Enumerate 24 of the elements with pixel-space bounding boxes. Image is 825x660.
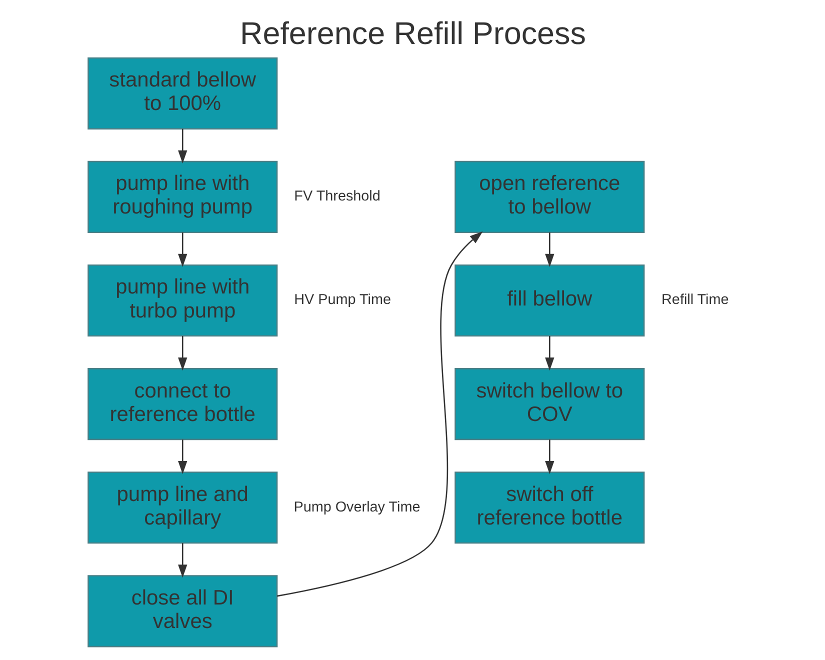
arrow (178, 440, 187, 474)
node-box: pump line and capillary (87, 472, 278, 544)
diagram-title: Reference Refill Process (240, 16, 586, 51)
node-box: switch off reference bottle (454, 472, 644, 544)
arrow (178, 232, 187, 268)
node-box: close all DI valves (87, 575, 278, 648)
node-label: FV Threshold (294, 188, 380, 205)
arrow (544, 232, 554, 268)
node-box: connect to reference bottle (87, 368, 278, 440)
node-label: Refill Time (661, 292, 728, 308)
arrow (544, 440, 554, 474)
arrow (544, 336, 554, 371)
node-label: HV Pump Time (294, 292, 390, 308)
arrow (178, 543, 187, 578)
node-box: switch bellow to COV (454, 368, 644, 440)
arrow (178, 336, 187, 371)
node-box: open reference to bellow (454, 160, 644, 233)
node-label: Pump Overlay Time (293, 499, 420, 516)
arrow (178, 128, 187, 164)
node-box: pump line with roughing pump (87, 160, 278, 233)
node-box: pump line with turbo pump (87, 264, 278, 337)
node-box: standard bellow to 100% (87, 57, 278, 130)
arrow (276, 231, 482, 597)
node-box: fill bellow (454, 264, 644, 337)
